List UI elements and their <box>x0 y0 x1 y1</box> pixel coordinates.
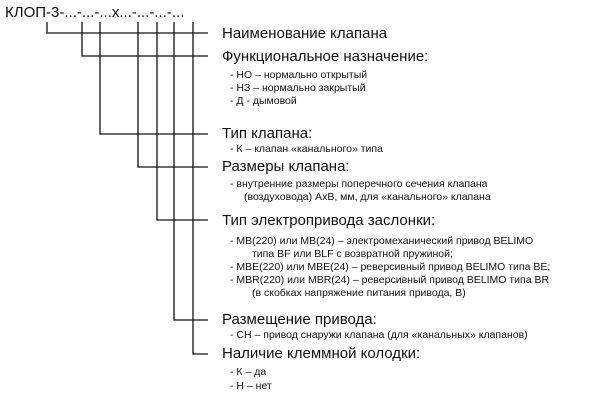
list-item: - НЗ – нормально закрытый <box>230 82 366 94</box>
list-item: - внутренние размеры поперечного сечения… <box>230 178 488 190</box>
list-item: - К – клапан «канального» типа <box>230 143 383 155</box>
product-code: КЛОП-3-...-...-...х...-...-...-... <box>5 4 185 21</box>
list-item: - НО – нормально открытый <box>230 69 368 81</box>
section-title-size: Размеры клапана: <box>222 158 350 175</box>
connector-line <box>137 22 208 168</box>
list-item: - Н – нет <box>230 380 272 392</box>
list-item: - Д - дымовой <box>230 95 297 107</box>
connector-line <box>46 22 208 34</box>
list-item: типа BF или BLF с возвратной пружиной; <box>252 248 453 260</box>
section-title-placement: Размещение привода: <box>222 311 377 328</box>
section-title-terminal: Наличие клеммной колодки: <box>222 345 421 362</box>
connector-line <box>192 22 208 355</box>
list-item: - MBR(220) или MBR(24) – реверсивный при… <box>230 274 550 286</box>
connector-line <box>81 22 208 57</box>
list-item: - MB(220) или MB(24) – электромеханическ… <box>230 235 534 247</box>
section-title-name: Наименование клапана <box>222 25 388 42</box>
section-title-function: Функциональное назначение: <box>222 48 429 65</box>
connector-line <box>99 22 208 135</box>
connector-line <box>156 22 208 221</box>
list-item: (в скобках напряжение питания привода, В… <box>252 287 466 299</box>
list-item: - СН – привод снаружи клапана (для «кана… <box>230 329 528 341</box>
connector-line <box>173 22 208 321</box>
list-item: - К – да <box>230 366 267 378</box>
list-item: (воздуховода) АхВ, мм, для «канального» … <box>244 191 491 203</box>
list-item: - MBE(220) или MBE(24) – реверсивный при… <box>230 261 551 273</box>
section-title-actuator: Тип электропривода заслонки: <box>222 212 436 229</box>
section-title-type: Тип клапана: <box>222 125 313 142</box>
